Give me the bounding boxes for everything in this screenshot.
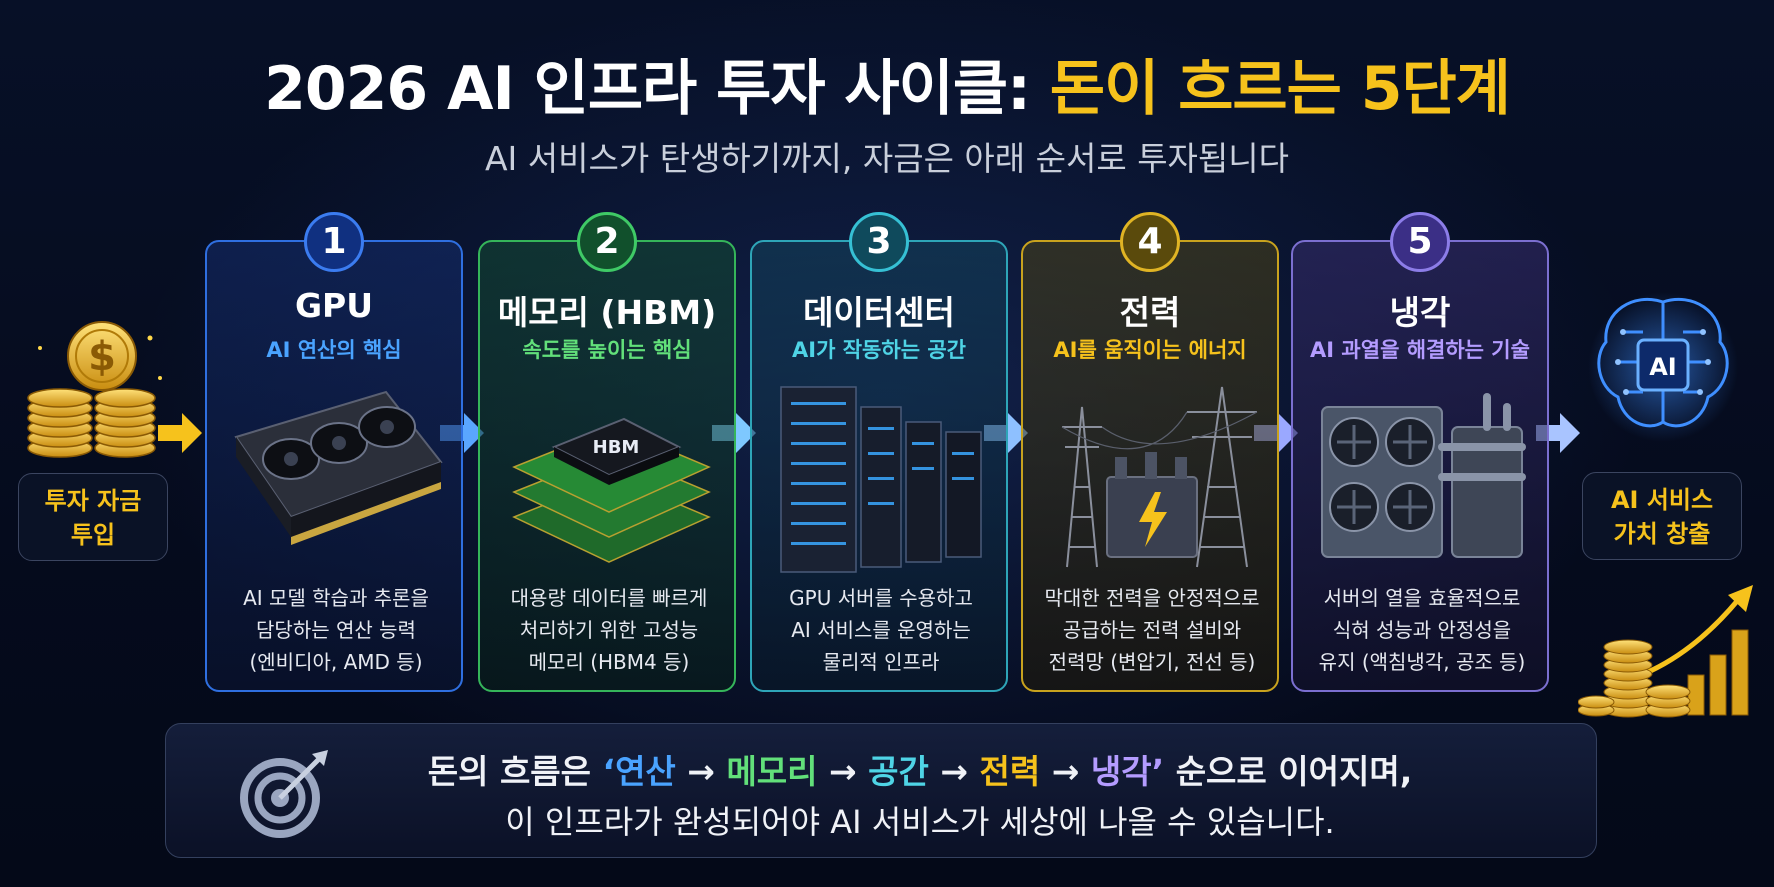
step-card-datacenter: 3 데이터센터 AI가 작동하는 공간 GPU 서버를 수용하고 xyxy=(750,212,1008,692)
flow-arrow: → xyxy=(1040,752,1091,791)
desc-line: 막대한 전력을 안정적으로 xyxy=(1044,586,1260,610)
cooling-unit-icon xyxy=(1321,393,1526,558)
step-title: GPU xyxy=(294,286,374,325)
step-title: 메모리 (HBM) xyxy=(497,293,717,332)
start-label: 투자 자금 투입 xyxy=(18,473,168,561)
desc-line: 유지 (액침냉각, 공조 등) xyxy=(1318,650,1526,674)
coin-stack-icon: $ xyxy=(27,321,162,458)
page-title: 2026 AI 인프라 투자 사이클: 돈이 흐르는 5단계 xyxy=(0,40,1774,127)
step-title: 전력 xyxy=(1119,293,1181,332)
title-main: 2026 AI 인프라 투자 사이클: xyxy=(264,54,1050,124)
end-label-line2: 가치 창출 xyxy=(1613,520,1711,548)
step-number: 1 xyxy=(304,212,364,272)
desc-line: 공급하는 전력 설비와 xyxy=(1062,618,1242,642)
server-rack-icon xyxy=(780,386,982,573)
desc-line: 메모리 (HBM4 등) xyxy=(528,650,690,674)
end-label-line1: AI 서비스 xyxy=(1610,486,1714,514)
step-description: AI 모델 학습과 추론을 담당하는 연산 능력 (엔비디아, AMD 등) xyxy=(215,582,457,678)
step-card-cooling: 5 냉각 AI 과열을 해결하는 기술 서버의 열을 효율적으로 식혀 성능과 … xyxy=(1291,212,1549,692)
step-description: 서버의 열을 효율적으로 식혀 성능과 안정성을 유지 (액침냉각, 공조 등) xyxy=(1301,582,1543,678)
desc-line: 식혀 성능과 안정성을 xyxy=(1332,618,1512,642)
step-number: 2 xyxy=(577,212,637,272)
desc-line: 대용량 데이터를 빠르게 xyxy=(510,586,708,610)
flow-arrow: → xyxy=(817,752,869,791)
ai-brain-icon: AI xyxy=(1588,292,1738,442)
ai-chip-label: AI xyxy=(1649,353,1677,381)
step-number: 5 xyxy=(1390,212,1450,272)
step-card-power: 4 전력 AI를 움직이는 에너지 막대한 전력을 안정적으로 공급하는 전력 … xyxy=(1021,212,1279,692)
svg-text:$: $ xyxy=(88,334,116,380)
arrow-right-icon xyxy=(1536,413,1580,453)
step-number: 4 xyxy=(1120,212,1180,272)
start-label-line1: 투자 자금 xyxy=(44,487,142,515)
quote-open: ‘ xyxy=(602,752,616,791)
keyword-memory: 메모리 xyxy=(726,752,818,791)
desc-line: 처리하기 위한 고성능 xyxy=(519,618,699,642)
step-card-gpu: 1 GPU AI 연산의 핵심 AI 모델 학습과 추론을 담당하는 연산 능력… xyxy=(205,212,463,692)
summary-suffix: 순으로 이어지며, xyxy=(1164,752,1413,791)
desc-line: AI 모델 학습과 추론을 xyxy=(243,586,429,610)
step-description: GPU 서버를 수용하고 AI 서비스를 운영하는 물리적 인프라 xyxy=(760,582,1002,678)
desc-line: 담당하는 연산 능력 xyxy=(256,618,416,642)
title-highlight: 돈이 흐르는 5단계 xyxy=(1049,54,1511,124)
desc-line: 물리적 인프라 xyxy=(822,650,940,674)
step-number: 3 xyxy=(849,212,909,272)
summary-line-1: 돈의 흐름은 ‘연산 → 메모리 → 공간 → 전력 → 냉각’ 순으로 이어지… xyxy=(340,745,1500,793)
step-subtitle: 속도를 높이는 핵심 xyxy=(522,338,692,362)
step-description: 대용량 데이터를 빠르게 처리하기 위한 고성능 메모리 (HBM4 등) xyxy=(488,582,730,678)
summary-prefix: 돈의 흐름은 xyxy=(427,752,603,791)
step-title: 냉각 xyxy=(1389,293,1451,332)
step-subtitle: AI가 작동하는 공간 xyxy=(792,338,966,362)
flow-arrow: → xyxy=(928,752,980,791)
start-label-line2: 투입 xyxy=(70,521,116,549)
step-subtitle: AI 연산의 핵심 xyxy=(266,338,402,362)
arrow-right-icon xyxy=(158,413,202,453)
desc-line: GPU 서버를 수용하고 xyxy=(789,586,973,610)
hbm-chip-label: HBM xyxy=(593,437,640,458)
target-icon xyxy=(240,750,328,838)
power-tower-icon xyxy=(1061,386,1258,568)
flow-arrow: → xyxy=(675,752,727,791)
summary-banner xyxy=(165,723,1597,858)
desc-line: 서버의 열을 효율적으로 xyxy=(1323,586,1521,610)
keyword-power: 전력 xyxy=(979,752,1041,791)
step-subtitle: AI 과열을 해결하는 기술 xyxy=(1310,338,1530,362)
growth-chart-icon xyxy=(1578,585,1753,718)
keyword-compute: 연산 xyxy=(615,752,676,791)
page-subtitle: AI 서비스가 탄생하기까지, 자금은 아래 순서로 투자됩니다 xyxy=(484,139,1289,178)
end-label: AI 서비스 가치 창출 xyxy=(1582,472,1742,560)
summary-line-2: 이 인프라가 완성되어야 AI 서비스가 세상에 나올 수 있습니다. xyxy=(505,803,1335,841)
keyword-cooling: 냉각 xyxy=(1090,752,1152,791)
gpu-card-icon xyxy=(234,390,443,545)
hbm-chip-icon: HBM xyxy=(512,417,711,563)
keyword-space: 공간 xyxy=(868,752,929,791)
desc-line: 전력망 (변압기, 전선 등) xyxy=(1048,650,1256,674)
step-title: 데이터센터 xyxy=(803,293,955,332)
step-card-memory: 2 메모리 (HBM) 속도를 높이는 핵심 HBM 대용량 데이터를 빠르게 … xyxy=(478,212,736,692)
step-description: 막대한 전력을 안정적으로 공급하는 전력 설비와 전력망 (변압기, 전선 등… xyxy=(1031,582,1273,678)
step-subtitle: AI를 움직이는 에너지 xyxy=(1053,338,1247,362)
desc-line: (엔비디아, AMD 등) xyxy=(249,650,423,674)
desc-line: AI 서비스를 운영하는 xyxy=(791,618,971,642)
quote-close: ’ xyxy=(1151,752,1165,791)
